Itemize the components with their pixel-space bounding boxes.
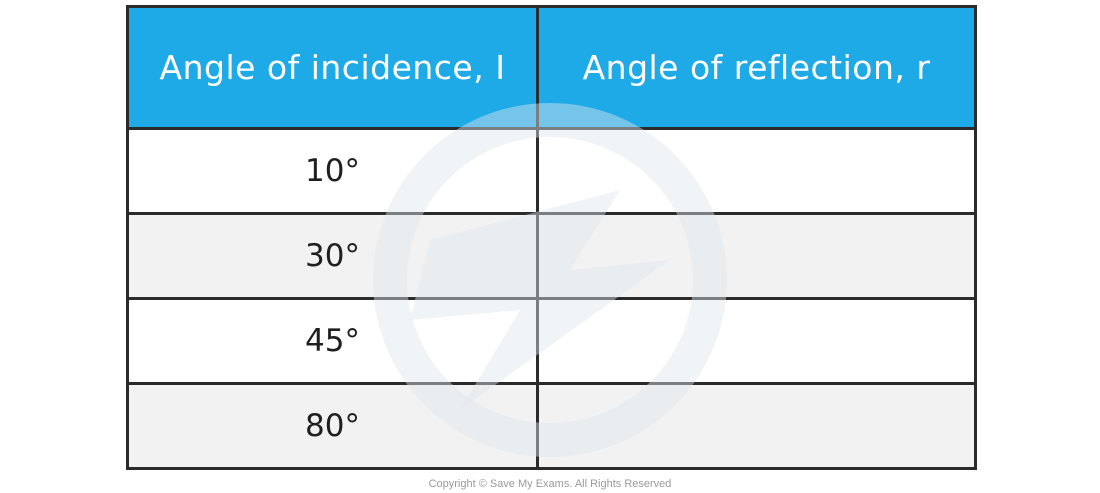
header-angle-of-incidence: Angle of incidence, I [126, 5, 539, 130]
reflection-cell [536, 212, 977, 300]
table-row: 80° [126, 382, 977, 470]
header-row: Angle of incidence, I Angle of reflectio… [126, 5, 977, 130]
reflection-cell [536, 297, 977, 385]
angle-table: Angle of incidence, I Angle of reflectio… [126, 5, 977, 470]
table-row: 30° [126, 212, 977, 300]
copyright-notice: Copyright © Save My Exams. All Rights Re… [428, 478, 672, 490]
table-header: Angle of incidence, I Angle of reflectio… [126, 5, 977, 130]
table-row: 10° [126, 127, 977, 215]
reflection-cell [536, 127, 977, 215]
reflection-cell [536, 382, 977, 470]
incidence-cell: 30° [126, 212, 539, 300]
table-body: 10° 30° 45° 80° [126, 127, 977, 470]
header-angle-of-reflection: Angle of reflection, r [536, 5, 977, 130]
incidence-cell: 10° [126, 127, 539, 215]
incidence-cell: 45° [126, 297, 539, 385]
incidence-cell: 80° [126, 382, 539, 470]
table-row: 45° [126, 297, 977, 385]
